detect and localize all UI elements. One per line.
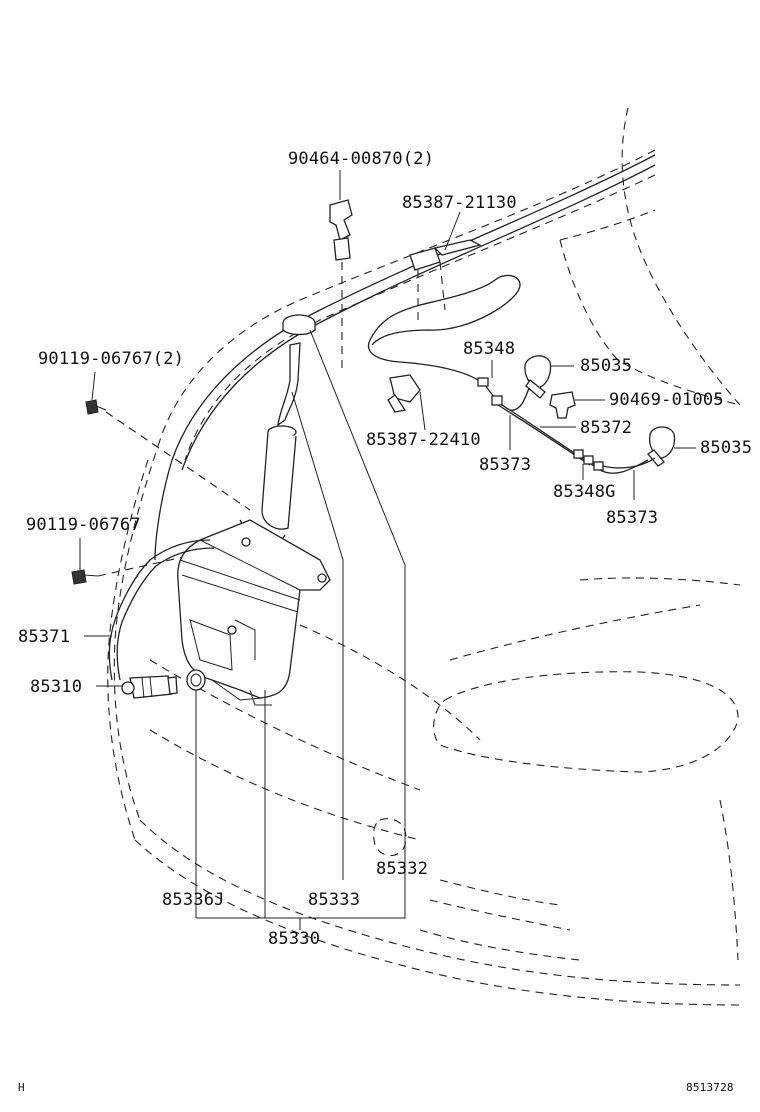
label-85333: 85333: [308, 890, 361, 910]
label-85336J: 85336J: [162, 890, 225, 910]
label-90464-00870: 90464-00870(2): [288, 149, 435, 169]
label-85387-21130: 85387-21130: [402, 193, 517, 213]
label-85348G: 85348G: [553, 482, 616, 502]
clip-90464: [329, 170, 353, 370]
label-85348: 85348: [463, 339, 516, 359]
nozzle-85035-lower: [647, 426, 696, 467]
label-85387-22410: 85387-22410: [366, 430, 481, 450]
clamp-85387-22410: [387, 374, 426, 431]
label-90119-06767-2: 90119-06767(2): [38, 349, 185, 369]
pump-85310: [96, 675, 178, 699]
bolt-upper: [85, 371, 251, 511]
label-85330: 85330: [268, 929, 321, 949]
label-85035-lower: 85035: [700, 438, 753, 458]
label-90469-01005: 90469-01005: [609, 390, 724, 410]
hose-85372-85373: [509, 415, 656, 500]
joint-85348G: [573, 449, 604, 480]
joint-85348: [477, 360, 503, 406]
label-85332: 85332: [376, 859, 429, 879]
clip-90469: [549, 391, 605, 419]
nozzle-85035-upper: [524, 355, 574, 399]
hose-85371: [84, 539, 215, 681]
label-85372: 85372: [580, 418, 633, 438]
label-85373-lower: 85373: [606, 508, 659, 528]
label-85371: 85371: [18, 627, 71, 647]
label-85310: 85310: [30, 677, 83, 697]
leader-lines: [195, 329, 406, 930]
washer-tank: [177, 314, 331, 706]
bolt-lower: [71, 538, 261, 585]
grommet-85336J: [186, 669, 206, 691]
hood-edge: [154, 154, 656, 561]
label-85035-upper: 85035: [580, 356, 633, 376]
clamp-85387-21130: [409, 211, 482, 320]
label-90119-06767: 90119-06767: [26, 515, 141, 535]
footer-left-code: H: [18, 1081, 25, 1094]
footer-figure-number: 8513728: [686, 1081, 734, 1094]
label-85373-upper: 85373: [479, 455, 532, 475]
